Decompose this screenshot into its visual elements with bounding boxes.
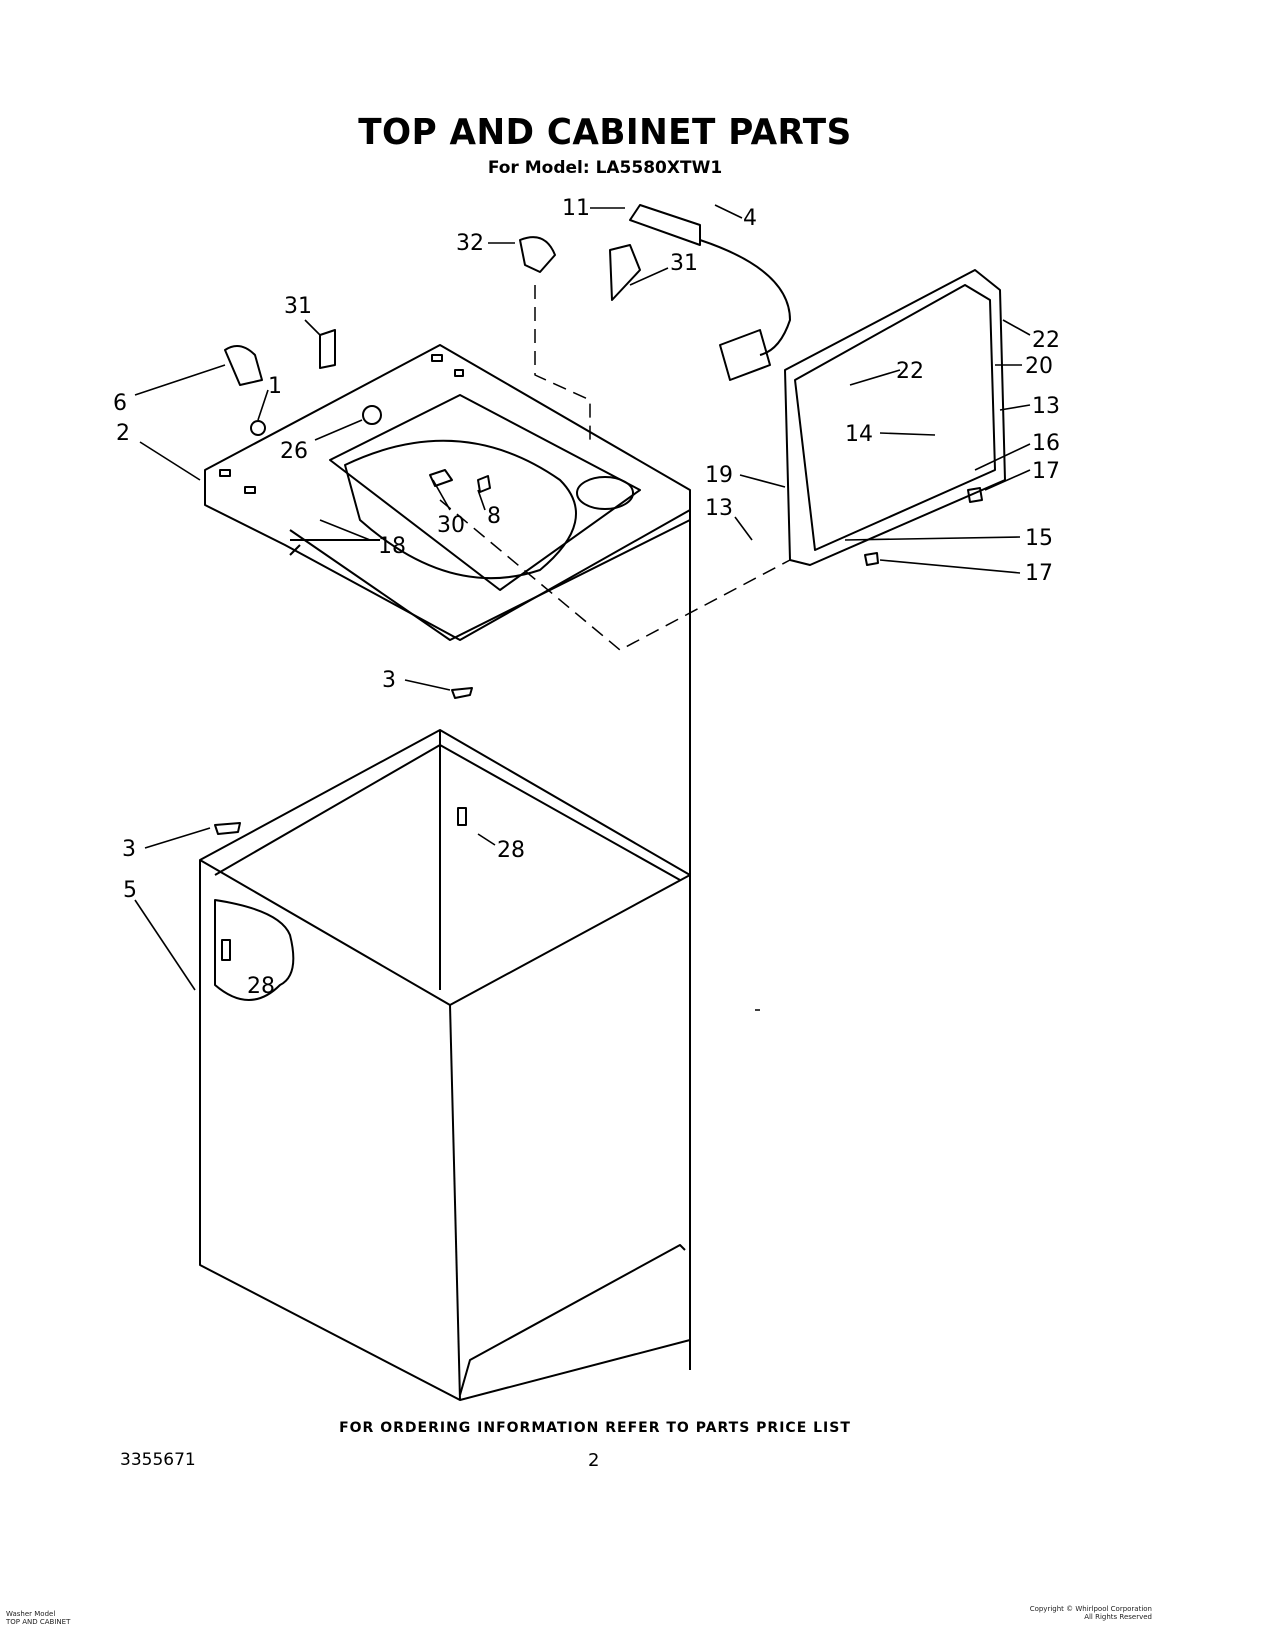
callout-22: 22 xyxy=(896,359,924,384)
callout-32: 32 xyxy=(456,231,484,256)
callout-5: 5 xyxy=(123,878,137,903)
callout-18: 18 xyxy=(378,534,406,559)
footer-left-line: Washer Model xyxy=(6,1610,56,1618)
callout-13: 13 xyxy=(1032,394,1060,419)
footer-left: Washer Model TOP AND CABINET xyxy=(6,1610,70,1626)
callout-2: 2 xyxy=(116,421,130,446)
callout-28: 28 xyxy=(497,838,525,863)
callout-labels: 11 4 32 31 31 6 1 2 26 30 8 18 22 20 22 … xyxy=(113,196,1060,999)
cabinet xyxy=(199,729,691,1401)
callout-31: 31 xyxy=(670,251,698,276)
callout-3: 3 xyxy=(382,668,396,693)
callout-14: 14 xyxy=(845,422,873,447)
footer-right: Copyright © Whirlpool Corporation All Ri… xyxy=(1030,1605,1152,1621)
callout-11: 11 xyxy=(562,196,590,221)
part-number: 3355671 xyxy=(120,1450,196,1470)
callout-4: 4 xyxy=(743,206,757,231)
callout-30: 30 xyxy=(437,513,465,538)
callout-16: 16 xyxy=(1032,431,1060,456)
callout-15: 15 xyxy=(1025,526,1053,551)
lid xyxy=(784,269,1006,566)
callout-8: 8 xyxy=(487,504,501,529)
ordering-info: FOR ORDERING INFORMATION REFER TO PARTS … xyxy=(339,1420,851,1436)
callout-22: 22 xyxy=(1032,328,1060,353)
callout-28: 28 xyxy=(247,974,275,999)
callout-17: 17 xyxy=(1032,459,1060,484)
callout-17: 17 xyxy=(1025,561,1053,586)
callout-6: 6 xyxy=(113,391,127,416)
washer-top xyxy=(204,344,691,1370)
callout-1: 1 xyxy=(268,374,282,399)
footer-right-line: All Rights Reserved xyxy=(1084,1613,1152,1621)
callout-19: 19 xyxy=(705,463,733,488)
callout-13: 13 xyxy=(705,496,733,521)
callout-26: 26 xyxy=(280,439,308,464)
callout-20: 20 xyxy=(1025,354,1053,379)
callout-3: 3 xyxy=(122,837,136,862)
page-number: 2 xyxy=(588,1450,600,1471)
footer-right-line: Copyright © Whirlpool Corporation xyxy=(1029,1605,1152,1613)
page-title: TOP AND CABINET PARTS xyxy=(358,112,852,153)
model-line: For Model: LA5580XTW1 xyxy=(487,158,723,178)
footer-left-line: TOP AND CABINET xyxy=(6,1618,71,1626)
callout-31: 31 xyxy=(284,294,312,319)
